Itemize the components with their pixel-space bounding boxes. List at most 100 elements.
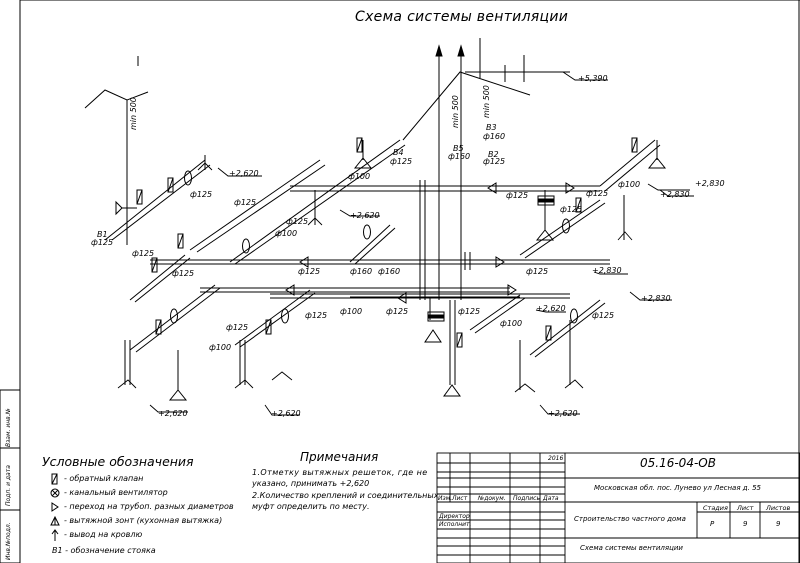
elevation-labels: +5,390 +2,620 +2,620 +2,830 +2,830 +2,83… (158, 74, 725, 418)
dia-15: ф125 (560, 205, 582, 214)
stamp-code: 05.16-04-ОВ (640, 456, 716, 470)
channel-fans (170, 170, 578, 324)
stamp-list-head: Лист (737, 504, 754, 512)
notes-line-3: 2.Количество креплений и соединительных (252, 491, 439, 500)
stamp-row-exec: Исполнит. (439, 521, 472, 528)
dia-12: ф125 (386, 307, 408, 316)
elevation-6: +2,830 (641, 294, 671, 303)
pipe-transitions (285, 182, 575, 304)
dia-20: ф100 (500, 319, 522, 328)
stamp-col-doc: №докум. (478, 495, 506, 502)
dia-21: ф100 (275, 229, 297, 238)
riser-b3-name: В3 (486, 123, 497, 132)
dia-22: ф160 (350, 267, 372, 276)
dia-13: ф125 (458, 307, 480, 316)
legend-item-transition: - переход на трубоп. разных диаметров (64, 502, 234, 511)
grille-marks (117, 162, 633, 393)
riser-labels: В1 ф125 В2 ф125 В3 ф160 В4 ф125 В5 ф160 (91, 123, 505, 247)
min-500-label-2: min 500 (451, 95, 460, 128)
dia-2: ф125 (234, 198, 256, 207)
margin-stamp-box (0, 389, 21, 563)
stamp-col-izm: Изм. (438, 495, 453, 502)
legend-item-check-valve: - обратный клапан (64, 474, 144, 483)
elevation-10: +2,620 (548, 409, 578, 418)
riser-b5-name: В5 (453, 144, 464, 153)
elevation-2: +2,620 (229, 169, 259, 178)
elevation-1: +5,390 (578, 74, 608, 83)
drawing-title: Схема системы вентиляции (355, 9, 569, 25)
legend-heading: Условные обозначения (42, 454, 194, 469)
riser-b2-name: В2 (488, 150, 499, 159)
elevation-leaders (149, 71, 694, 416)
dia-19: ф100 (340, 307, 362, 316)
dia-10: ф125 (226, 323, 248, 332)
elevation-8: +2,620 (158, 409, 188, 418)
margin-vzam-label: Взам. инв.№ (5, 408, 12, 447)
stamp-col-sign: Подпись (513, 495, 540, 502)
dia-7: ф125 (506, 191, 528, 200)
dia-8: ф125 (586, 189, 608, 198)
exhaust-hoods (168, 157, 667, 401)
dia-5: ф125 (172, 269, 194, 278)
exhaust-hood-icon (50, 515, 60, 526)
stamp-address: Московская обл. пос. Лунево ул Лесная д.… (594, 484, 761, 492)
dia-11: ф125 (305, 311, 327, 320)
notes-heading: Примечания (300, 450, 379, 464)
stamp-lists-head: Листов (766, 504, 791, 512)
check-valves (136, 137, 638, 348)
stamp-lists-value: 9 (776, 520, 781, 528)
dia-14: ф125 (592, 311, 614, 320)
notes-line-1: 1.Отметку вытяжных решеток, где не (252, 468, 428, 477)
stamp-col-date: Дата (543, 495, 559, 502)
stamp-sheet-title: Схема системы вентиляции (580, 544, 683, 552)
diameter-labels: ф125 ф125 ф125 ф125 ф125 ф125 ф125 ф125 … (132, 172, 640, 352)
riser-b3-dia: ф160 (483, 132, 505, 141)
stamp-list-value: 9 (743, 520, 748, 528)
notes-line-2: указано, принимать +2,620 (252, 479, 370, 488)
min-500-label-1: min 500 (129, 97, 138, 130)
dia-4: ф125 (132, 249, 154, 258)
central-fans (427, 195, 555, 322)
riser-b4-dia: ф125 (390, 157, 412, 166)
legend-item-channel-fan: - канальный вентилятор (64, 488, 168, 497)
channel-fan-icon (50, 488, 60, 498)
dia-6: ф125 (298, 267, 320, 276)
elevation-7: +2,830 (695, 179, 725, 188)
riser-b5-dia: ф160 (448, 152, 470, 161)
dia-17: ф100 (618, 180, 640, 189)
dia-3: ф125 (286, 217, 308, 226)
check-valve-icon (51, 473, 58, 485)
stamp-project: Строительство частного дома (574, 515, 686, 523)
title-block (436, 452, 800, 563)
margin-sign-label: Подп. и дата (5, 465, 12, 506)
dia-18: ф100 (209, 343, 231, 352)
riser-b1-name: В1 (97, 230, 108, 239)
ductwork (84, 38, 661, 390)
legend-riser-label: В1 - обозначение стояка (52, 546, 156, 555)
stamp-stage-head: Стадия (703, 504, 728, 512)
legend-item-roof-outlet: - вывод на кровлю (64, 530, 143, 539)
riser-b2-dia: ф125 (483, 157, 505, 166)
riser-b4-name: В4 (393, 148, 404, 157)
stamp-year: 2016 (548, 455, 564, 462)
elevation-11: +2,620 (536, 304, 566, 313)
pipe-transition-icon (51, 502, 59, 512)
dia-16: ф100 (348, 172, 370, 181)
elevation-3: +2,620 (350, 211, 380, 220)
margin-inv-label: Инв.№подл. (5, 522, 12, 560)
stamp-stage-value: Р (710, 520, 715, 528)
roof-outlet-icon (51, 529, 59, 541)
min-500-label-3: min 500 (482, 85, 491, 118)
elevation-5: +2,830 (592, 266, 622, 275)
elevation-9: +2,620 (271, 409, 301, 418)
legend-item-hood: - вытяжной зонт (кухонная вытяжка) (64, 516, 223, 525)
legend-icons (50, 473, 60, 541)
stamp-col-list: Лист (452, 495, 468, 502)
dia-1: ф125 (190, 190, 212, 199)
riser-b1-dia: ф125 (91, 238, 113, 247)
stamp-row-director: Директор (439, 513, 470, 520)
dia-23: ф160 (378, 267, 400, 276)
notes-line-4: муфт определить по месту. (252, 502, 370, 511)
